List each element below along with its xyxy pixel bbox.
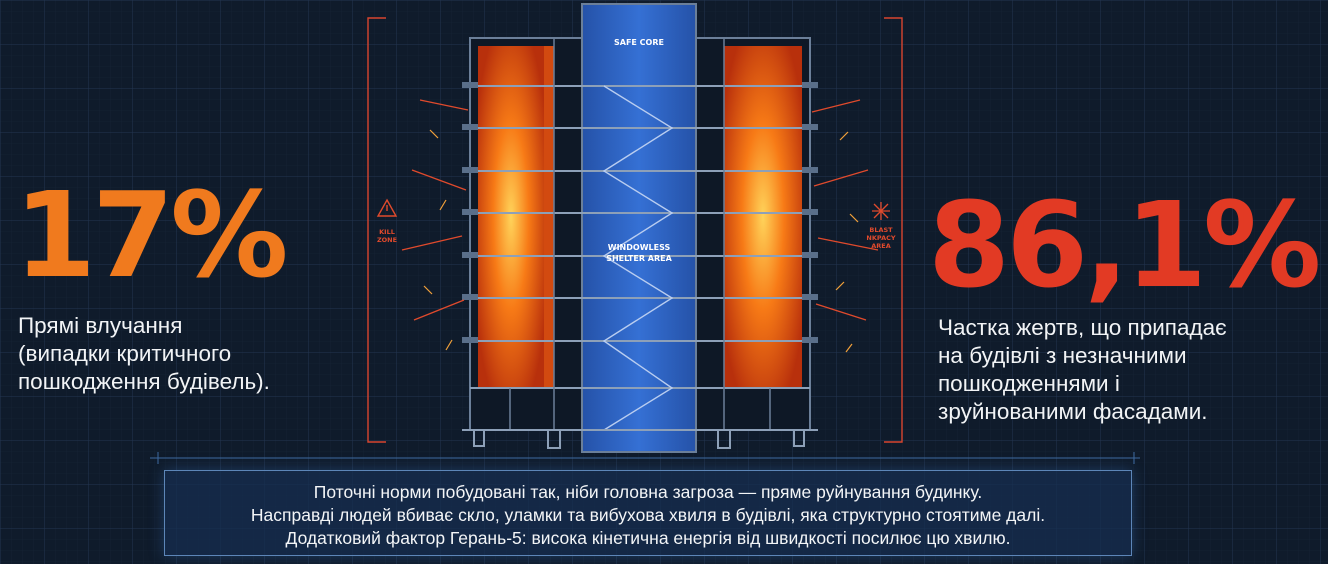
kill-zone-label-line2: ZONE xyxy=(377,236,397,244)
floor-slabs xyxy=(470,85,810,389)
kill-zone-bracket xyxy=(367,17,903,443)
inner-walls xyxy=(509,38,771,430)
left-burning-apartments xyxy=(478,46,554,388)
note-line-2: Насправді людей вбиває скло, уламки та в… xyxy=(250,505,1046,525)
safe-core-label: SAFE CORE xyxy=(614,38,664,47)
summary-note-box: Поточні норми побудовані так, ніби голов… xyxy=(164,470,1132,556)
shelter-label-line2: SHELTER AREA xyxy=(606,254,672,263)
blast-area-label-line1: BLAST xyxy=(869,226,893,234)
glass-shards xyxy=(423,129,859,353)
blast-area-label-line3: AREA xyxy=(871,242,891,250)
casualty-share-percentage: 86,1% xyxy=(928,176,1321,314)
kill-zone-label-line1: KILL xyxy=(379,228,395,236)
blast-area-label-line2: NKPACY xyxy=(866,234,895,242)
note-line-1: Поточні норми побудовані так, ніби голов… xyxy=(313,482,983,502)
balconies xyxy=(462,82,818,343)
blast-fragment-arrows xyxy=(401,99,879,321)
foundation xyxy=(462,429,818,449)
shelter-label-line1: WINDOWLESS xyxy=(608,243,671,252)
warning-icon xyxy=(376,198,398,217)
direct-hits-percentage: 17% xyxy=(14,166,288,304)
right-burning-apartments xyxy=(724,46,802,388)
direct-hits-description: Прямі влучання (випадки критичного пошко… xyxy=(18,313,270,394)
casualty-share-description: Частка жертв, що припадає на будівлі з н… xyxy=(938,315,1227,424)
blast-icon xyxy=(872,202,890,220)
staircase xyxy=(602,85,674,431)
note-line-3: Додатковий фактор Герань-5: висока кінет… xyxy=(285,528,1011,548)
